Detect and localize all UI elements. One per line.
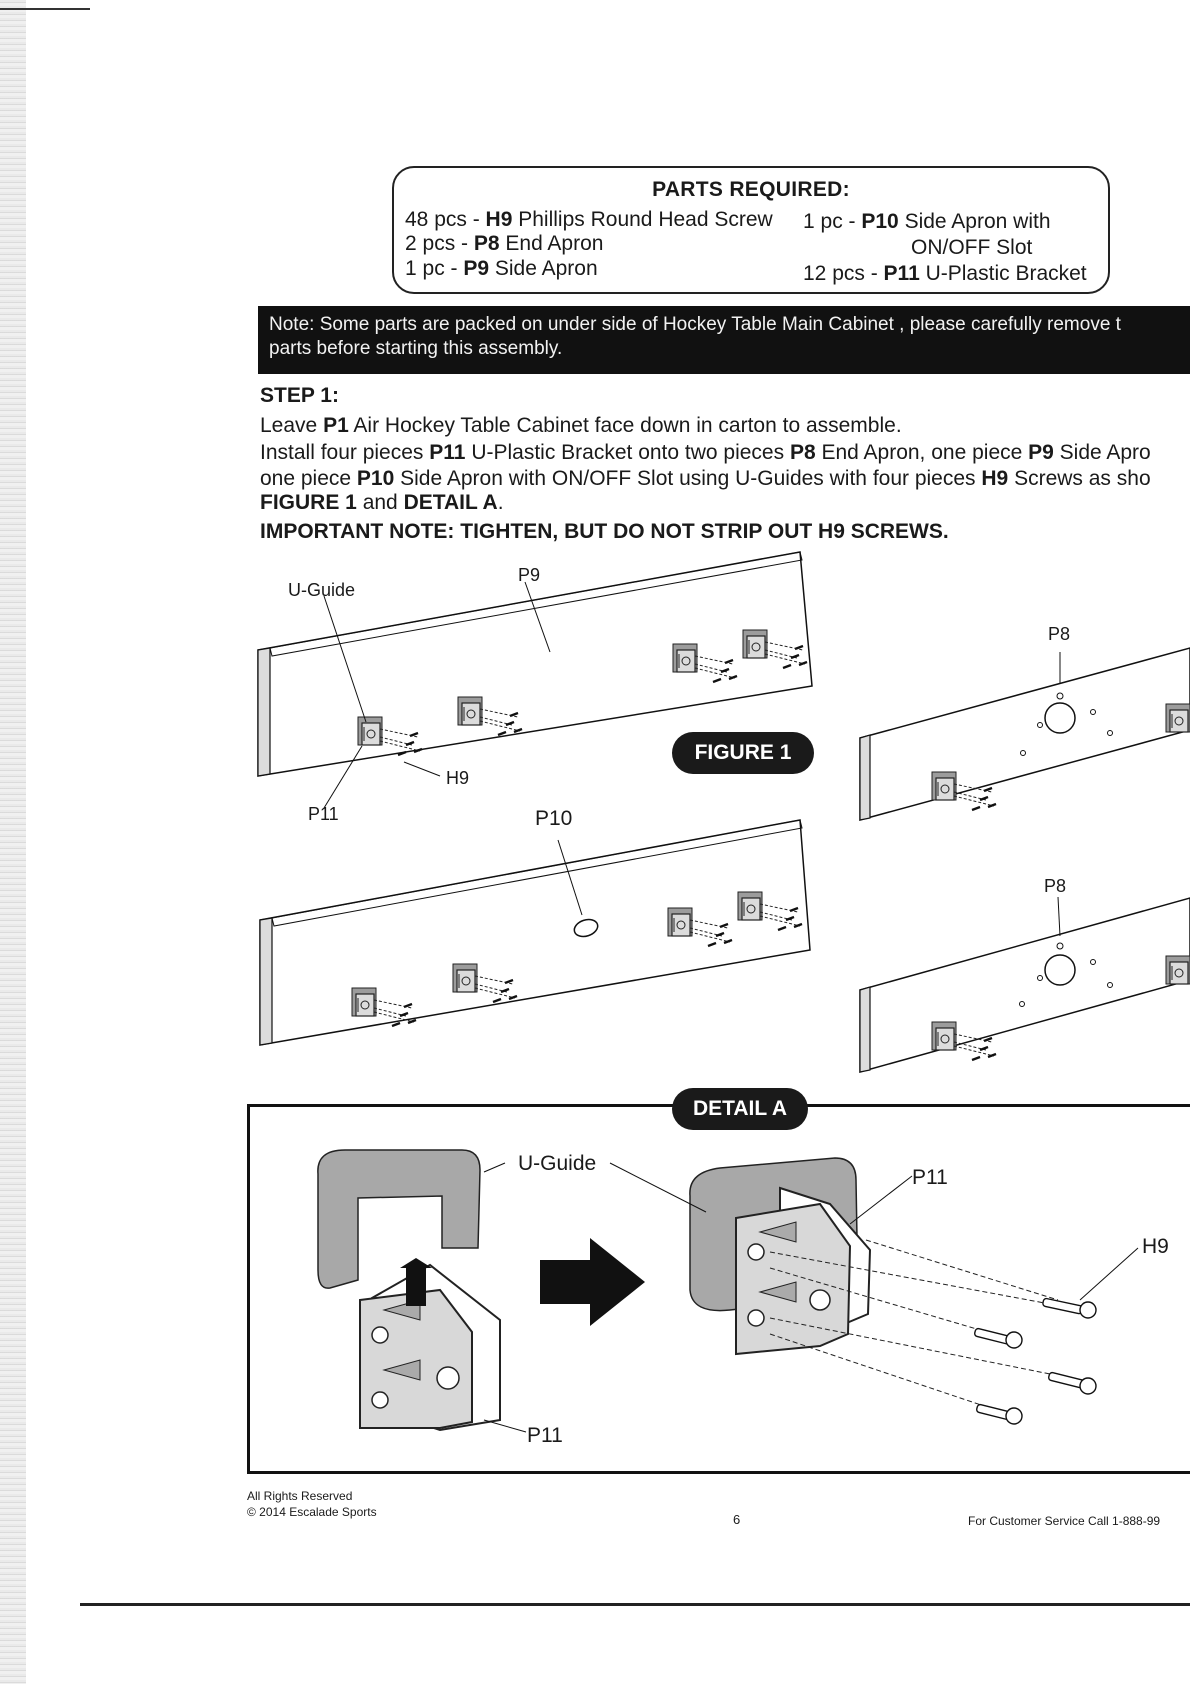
part-code: P1 — [323, 414, 349, 437]
parts-desc: End Apron — [499, 232, 604, 255]
callout-p11: P11 — [308, 804, 339, 824]
scan-mark — [0, 8, 90, 10]
parts-code: P9 — [463, 257, 490, 280]
parts-item: ON/OFF Slot — [911, 236, 1032, 260]
figure-1-badge: FIGURE 1 — [672, 732, 814, 774]
parts-desc: Side Apron — [489, 257, 598, 280]
callout-u-guide: U-Guide — [288, 580, 356, 600]
footer-copyright: © 2014 Escalade Sports — [247, 1505, 377, 1519]
end-apron-p8-top — [859, 647, 1190, 821]
text: End Apron, one piece — [815, 441, 1029, 464]
parts-title: PARTS REQUIRED: — [652, 178, 850, 201]
detail-right-assembly — [483, 1157, 1139, 1425]
part-code: P9 — [1028, 441, 1054, 464]
parts-desc: U-Plastic Bracket — [919, 262, 1087, 285]
callout-p8-top: P8 — [1048, 624, 1071, 644]
detail-callout-p11-right: P11 — [912, 1166, 948, 1189]
text: Side Apron with ON/OFF Slot using U-Guid… — [394, 467, 982, 490]
scan-edge — [0, 0, 26, 1684]
text: and — [356, 491, 404, 514]
part-code: P10 — [356, 467, 395, 490]
detail-callout-h9: H9 — [1142, 1235, 1169, 1258]
part-code: H9 — [981, 467, 1009, 490]
detail-a-frame — [247, 1104, 1190, 1474]
text: Leave — [260, 414, 324, 437]
parts-code: P11 — [883, 262, 920, 285]
side-apron-p10 — [259, 819, 811, 1046]
text: U-Plastic Bracket onto two pieces — [465, 441, 790, 464]
note-line: Note: Some parts are packed on under sid… — [269, 314, 1121, 335]
parts-code: P10 — [861, 210, 899, 233]
parts-item: 12 pcs - P11 U-Plastic Bracket — [803, 262, 1087, 286]
figure-ref: FIGURE 1 — [260, 491, 357, 514]
text: one piece — [260, 467, 357, 490]
parts-desc: Side Apron with — [898, 210, 1051, 233]
text: Screws as sho — [1008, 467, 1151, 490]
callout-h9: H9 — [446, 768, 470, 788]
text: Side Apro — [1053, 441, 1151, 464]
note-line: parts before starting this assembly. — [269, 338, 563, 359]
step-line: one piece P10 Side Apron with ON/OFF Slo… — [260, 467, 1151, 491]
parts-item: 2 pcs - P8 End Apron — [405, 232, 603, 256]
arrow-right-icon — [540, 1238, 645, 1326]
parts-qty: 1 pc - — [803, 210, 862, 233]
important-note: IMPORTANT NOTE: TIGHTEN, BUT DO NOT STRI… — [260, 520, 949, 543]
parts-item: 1 pc - P10 Side Apron with — [803, 210, 1051, 234]
detail-a-badge: DETAIL A — [672, 1088, 808, 1130]
parts-code: H9 — [485, 208, 513, 231]
page-number: 6 — [733, 1512, 741, 1527]
detail-ref: DETAIL A — [403, 491, 498, 514]
note-banner: Note: Some parts are packed on under sid… — [258, 306, 1190, 374]
text: Install four pieces — [260, 441, 430, 464]
end-apron-p8-bottom — [859, 896, 1190, 1073]
parts-qty: 2 pcs - — [405, 232, 474, 255]
parts-item: 48 pcs - H9 Phillips Round Head Screw — [405, 208, 773, 232]
detail-left-assembly — [317, 1149, 645, 1433]
footer-rights: All Rights Reserved — [247, 1489, 353, 1503]
step-line: FIGURE 1 and DETAIL A. — [260, 491, 504, 515]
parts-qty: 1 pc - — [405, 257, 464, 280]
detail-callout-p11-left: P11 — [527, 1424, 563, 1447]
callout-p9: P9 — [518, 565, 541, 585]
parts-item: 1 pc - P9 Side Apron — [405, 257, 598, 281]
step-heading: STEP 1: — [260, 384, 339, 407]
text: Air Hockey Table Cabinet face down in ca… — [348, 414, 902, 437]
callout-p10: P10 — [535, 807, 573, 830]
parts-desc: Phillips Round Head Screw — [512, 208, 773, 231]
parts-box — [392, 166, 1110, 294]
parts-desc: ON/OFF Slot — [911, 236, 1033, 259]
part-code: P8 — [789, 441, 816, 464]
parts-qty: 48 pcs - — [405, 208, 486, 231]
step-line: Install four pieces P11 U-Plastic Bracke… — [260, 441, 1151, 465]
detail-callout-u-guide: U-Guide — [518, 1152, 597, 1175]
callout-p8-bottom: P8 — [1044, 876, 1067, 896]
text: . — [497, 491, 504, 514]
parts-code: P8 — [473, 232, 500, 255]
scan-mark — [80, 1603, 1190, 1606]
step-line: Leave P1 Air Hockey Table Cabinet face d… — [260, 414, 902, 438]
parts-qty: 12 pcs - — [803, 262, 884, 285]
footer-service: For Customer Service Call 1-888-99 — [968, 1514, 1161, 1528]
side-apron-p9 — [257, 551, 813, 809]
part-code: P11 — [429, 441, 466, 464]
